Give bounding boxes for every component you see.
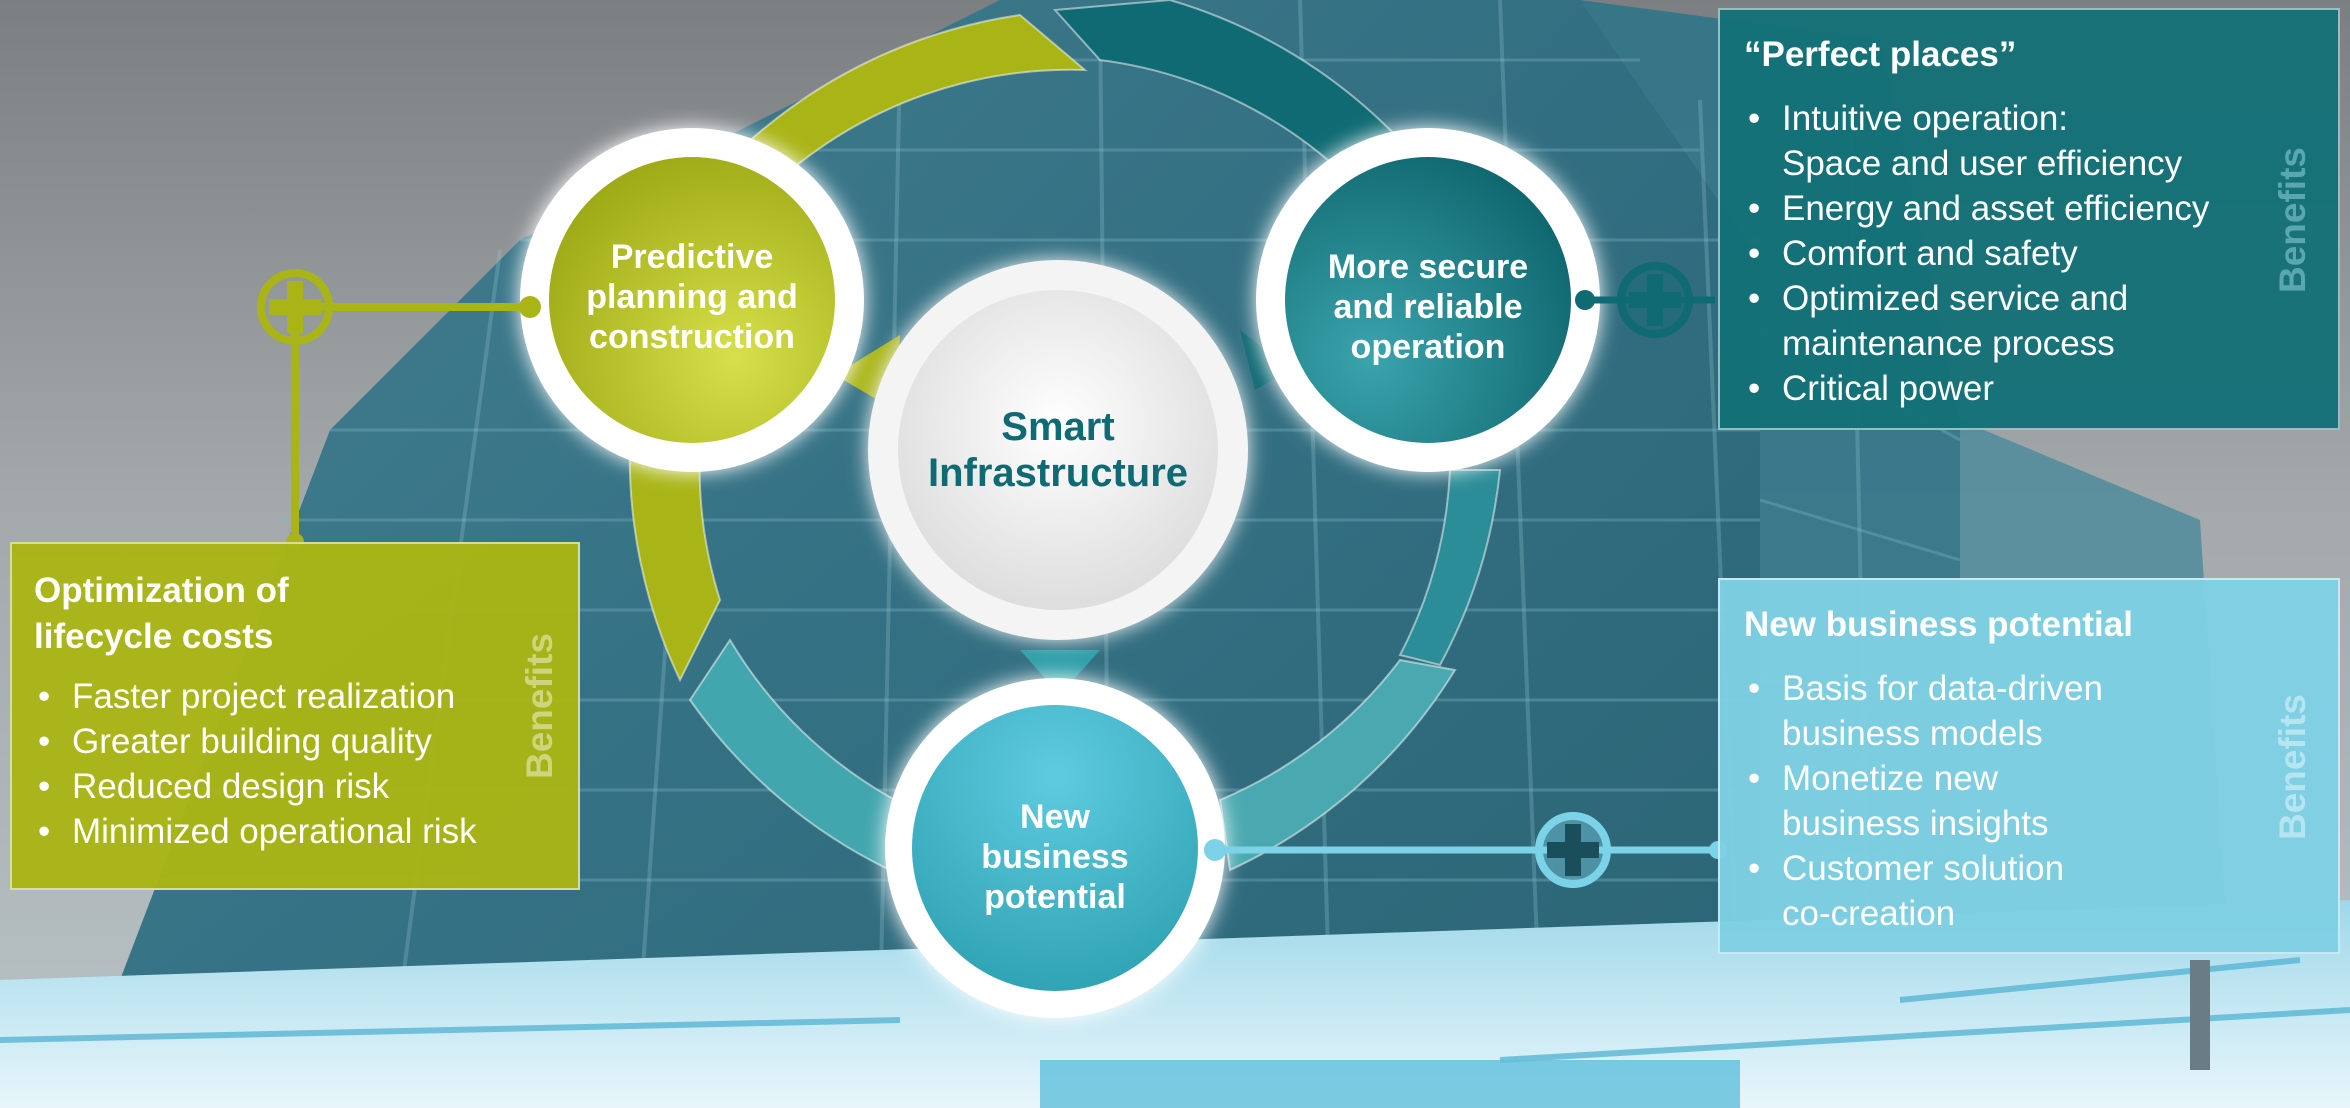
panel-lifecycle-title-line2: lifecycle costs bbox=[34, 617, 274, 656]
panel-side-label: Benefits bbox=[2272, 694, 2313, 840]
list-item: Comfort and safety bbox=[1744, 231, 2278, 276]
node-operation-line1: More secure bbox=[1327, 248, 1529, 286]
list-item-line2: maintenance process bbox=[1782, 324, 2115, 363]
list-item-line2: business insights bbox=[1782, 804, 2049, 843]
node-business-label: New business potential bbox=[925, 792, 1185, 922]
list-item: Optimized service and maintenance proces… bbox=[1744, 276, 2278, 366]
panel-perfect-places: “Perfect places” Intuitive operation: Sp… bbox=[1718, 8, 2340, 430]
node-planning-line1: Predictive bbox=[610, 238, 774, 276]
list-item-line1: Customer solution bbox=[1782, 849, 2065, 888]
list-item: Faster project realization bbox=[34, 674, 518, 719]
list-item-line2: Space and user efficiency bbox=[1782, 144, 2183, 183]
center-label-line1: Smart bbox=[1001, 405, 1115, 449]
list-item-line2: business models bbox=[1782, 714, 2043, 753]
list-item: Energy and asset efficiency bbox=[1744, 186, 2278, 231]
node-planning-line2: planning and bbox=[586, 278, 798, 316]
node-business-line1: New bbox=[1020, 798, 1090, 836]
node-planning-line3: construction bbox=[589, 318, 795, 356]
list-item-line1: Energy and asset efficiency bbox=[1782, 189, 2210, 228]
list-item-line1: Comfort and safety bbox=[1782, 234, 2078, 273]
list-item: Monetize new business insights bbox=[1744, 756, 2278, 846]
plus-circle-icon bbox=[1535, 812, 1611, 888]
list-item: Greater building quality bbox=[34, 719, 518, 764]
center-label-line2: Infrastructure bbox=[927, 451, 1189, 495]
list-item: Intuitive operation: Space and user effi… bbox=[1744, 96, 2278, 186]
list-item: Customer solution co-creation bbox=[1744, 846, 2278, 936]
node-business-line3: potential bbox=[984, 878, 1126, 916]
list-item: Reduced design risk bbox=[34, 764, 518, 809]
list-item-line1: Critical power bbox=[1782, 369, 1994, 408]
node-operation-line3: operation bbox=[1350, 328, 1506, 366]
panel-business-title: New business potential bbox=[1744, 605, 2133, 644]
plus-circle-icon bbox=[257, 269, 333, 345]
node-operation-line2: and reliable bbox=[1333, 288, 1523, 326]
node-planning-label: Predictive planning and construction bbox=[562, 232, 822, 362]
panel-perfect-places-title: “Perfect places” bbox=[1744, 35, 2017, 74]
list-item: Minimized operational risk bbox=[34, 809, 518, 854]
panel-lifecycle-title: Optimization of lifecycle costs bbox=[34, 568, 518, 660]
node-business-line2: business bbox=[981, 838, 1129, 876]
list-item: Basis for data-driven business models bbox=[1744, 666, 2278, 756]
list-item-line1: Monetize new bbox=[1782, 759, 1998, 798]
list-item: Critical power bbox=[1744, 366, 2278, 411]
list-item-line1: Basis for data-driven bbox=[1782, 669, 2103, 708]
panel-business-list: Basis for data-driven business models Mo… bbox=[1744, 666, 2278, 936]
node-operation-label: More secure and reliable operation bbox=[1298, 242, 1558, 372]
list-item-line1: Intuitive operation: bbox=[1782, 99, 2069, 138]
plus-circle-icon bbox=[1617, 262, 1693, 338]
panel-lifecycle: Optimization of lifecycle costs Faster p… bbox=[10, 542, 580, 890]
panel-business: New business potential Basis for data-dr… bbox=[1718, 578, 2340, 954]
center-label: Smart Infrastructure bbox=[900, 395, 1216, 505]
panel-side-label: Benefits bbox=[2272, 147, 2313, 293]
panel-lifecycle-list: Faster project realization Greater build… bbox=[34, 674, 518, 854]
panel-side-label: Benefits bbox=[519, 633, 560, 779]
list-item-line2: co-creation bbox=[1782, 894, 1956, 933]
panel-lifecycle-title-line1: Optimization of bbox=[34, 571, 289, 610]
list-item-line1: Optimized service and bbox=[1782, 279, 2129, 318]
panel-perfect-places-list: Intuitive operation: Space and user effi… bbox=[1744, 96, 2278, 411]
